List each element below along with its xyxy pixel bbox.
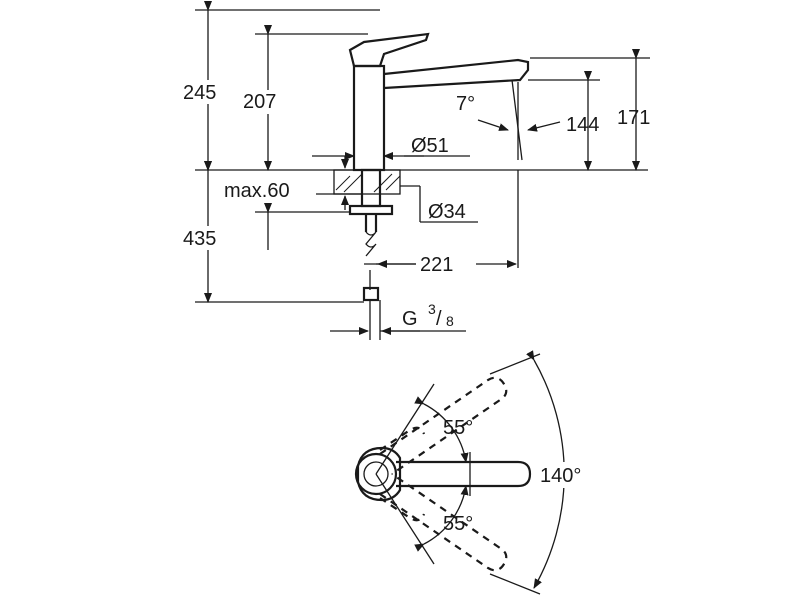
top-spout (396, 460, 532, 488)
hose-connector (362, 286, 380, 302)
dim-below-deck: 435 (183, 228, 216, 250)
angle-upper: 55° (443, 417, 473, 439)
dim-thread-num: 3 (428, 301, 436, 317)
dim-spout-top: 207 (243, 91, 276, 113)
dim-hole-diameter: Ø34 (428, 201, 466, 223)
angle-lower: 55° (443, 513, 473, 535)
svg-text:/: / (436, 308, 442, 330)
dim-thread-den: 8 (446, 313, 454, 329)
dim-spout-outlet: 171 (617, 107, 650, 129)
supply-hose-upper (364, 214, 378, 232)
top-body (354, 452, 398, 496)
spout (383, 58, 530, 90)
mounting-nut (348, 204, 394, 216)
spout-rotated-upper (379, 376, 508, 475)
supply-hose-lower (364, 263, 378, 290)
lever-handle (348, 32, 430, 68)
angle-total: 140° (540, 465, 581, 487)
top-handle (356, 446, 402, 502)
dim-body-diameter: Ø51 (411, 135, 449, 157)
spout-rotated-lower (379, 473, 508, 572)
dim-total-height: 245 (183, 82, 216, 104)
faucet-body (352, 64, 386, 172)
dim-reach: 221 (420, 254, 453, 276)
top-view: 55° 55° 140° (354, 350, 600, 595)
dim-thread-base: G (402, 308, 418, 330)
supply-hose-braid (365, 231, 377, 257)
side-view: 245 207 171 144 7° Ø51 max.60 (180, 1, 650, 340)
dim-angle: 7° (456, 93, 475, 115)
dim-outlet-clearance: 144 (566, 114, 599, 136)
dim-max-thickness: max.60 (224, 180, 290, 202)
